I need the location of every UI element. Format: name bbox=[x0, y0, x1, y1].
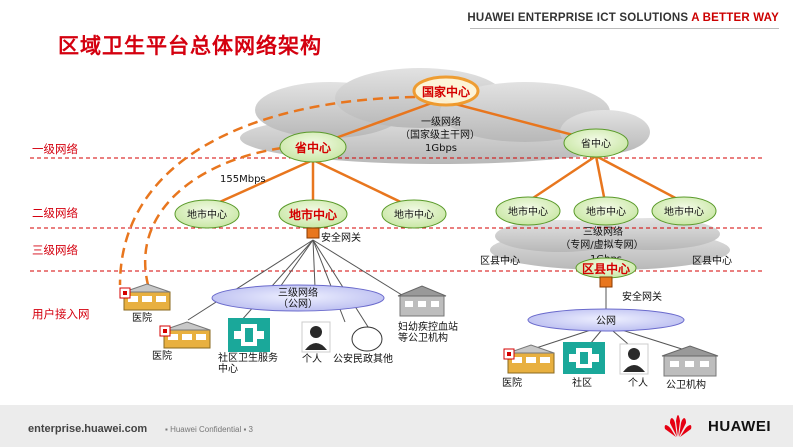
r-community-icon bbox=[563, 342, 605, 374]
county-right-node[interactable]: 区县中心 bbox=[692, 254, 732, 267]
city-right-1-node[interactable]: 地市中心 bbox=[495, 196, 561, 226]
community-health-label: 社区卫生服务 中心 bbox=[218, 353, 278, 375]
public-health-org-icon bbox=[397, 285, 447, 317]
link-bandwidth-label: 155Mbps bbox=[220, 174, 266, 185]
footer-bar: enterprise.huawei.com ▪ Huawei Confident… bbox=[0, 405, 793, 447]
level3-right-name: 三级网络 bbox=[583, 225, 623, 238]
county-center-node[interactable]: 区县中心 bbox=[575, 257, 637, 279]
county-right-label: 区县中心 bbox=[692, 254, 732, 267]
r-hospital-label: 医院 bbox=[502, 378, 522, 389]
r-individual-label: 个人 bbox=[628, 378, 648, 389]
r-community-label: 社区 bbox=[572, 378, 592, 389]
community-health-icon bbox=[228, 318, 270, 352]
footer-bullet-2: ▪ bbox=[243, 425, 247, 434]
level2-label: 二级网络 bbox=[32, 206, 78, 220]
backbone-links bbox=[212, 98, 684, 207]
r-public-health-label: 公卫机构 bbox=[666, 380, 706, 391]
footer-url[interactable]: enterprise.huawei.com bbox=[28, 423, 148, 435]
city-center-main-node[interactable]: 地市中心 bbox=[278, 199, 348, 229]
city-right-3-node[interactable]: 地市中心 bbox=[651, 196, 717, 226]
county-left-label: 区县中心 bbox=[480, 254, 520, 267]
access-links bbox=[187, 227, 686, 351]
province-center-left-label: 省中心 bbox=[294, 140, 331, 155]
huawei-logo-icon bbox=[664, 415, 692, 437]
level3-right-desc: （专网/虚拟专网） bbox=[560, 238, 643, 251]
header-company: HUAWEI ENTERPRISE ICT SOLUTIONS bbox=[467, 12, 689, 24]
header-tagline: HUAWEI ENTERPRISE ICT SOLUTIONS A BETTER… bbox=[467, 12, 779, 24]
national-center-node[interactable]: 国家中心 bbox=[412, 75, 480, 107]
city-right-2-label: 地市中心 bbox=[586, 205, 626, 218]
r-individual-icon bbox=[619, 343, 649, 375]
county-center-label: 区县中心 bbox=[582, 261, 630, 276]
city-right-3-label: 地市中心 bbox=[664, 205, 704, 218]
city-right-1-label: 地市中心 bbox=[508, 205, 548, 218]
police-civil-icon bbox=[351, 326, 383, 352]
r-public-health-icon bbox=[661, 345, 719, 377]
level3-left-network: 三级网络 （公网） bbox=[211, 284, 385, 312]
city-right-2-node[interactable]: 地市中心 bbox=[573, 196, 639, 226]
national-center-label: 国家中心 bbox=[422, 84, 470, 99]
city-left-2-label: 地市中心 bbox=[394, 208, 434, 221]
r-hospital-icon bbox=[503, 344, 555, 374]
individual-label: 个人 bbox=[302, 354, 322, 365]
footer-bullet-1: ▪ bbox=[165, 425, 171, 434]
footer-confidential: ▪ Huawei Confidential ▪ 3 bbox=[165, 425, 253, 434]
footer-brand: HUAWEI bbox=[708, 418, 771, 435]
city-center-main-label: 地市中心 bbox=[289, 207, 337, 222]
level3-left-desc: （公网） bbox=[278, 298, 318, 310]
city-left-2-node[interactable]: 地市中心 bbox=[381, 199, 447, 229]
city-left-1-node[interactable]: 地市中心 bbox=[174, 199, 240, 229]
gateway-left-icon bbox=[306, 227, 320, 239]
footer-page-number: 3 bbox=[248, 425, 253, 434]
province-center-right-label: 省中心 bbox=[581, 137, 611, 150]
user-access-label: 用户接入网 bbox=[32, 307, 90, 321]
hospital-b-icon bbox=[159, 321, 211, 349]
header-rule bbox=[470, 28, 779, 29]
header-slogan: A BETTER WAY bbox=[691, 12, 779, 24]
dashed-long-links bbox=[118, 95, 416, 286]
level1-label: 一级网络 bbox=[32, 142, 78, 156]
gateway-right-icon bbox=[599, 276, 613, 288]
level1-network-desc: （国家级主干网） bbox=[400, 128, 480, 141]
level1-network-bw: 1Gbps bbox=[425, 143, 457, 154]
maternal-label: 妇幼疾控血站 等公卫机构 bbox=[398, 322, 458, 344]
hospital-b-label: 医院 bbox=[152, 351, 172, 362]
level3-left-name: 三级网络 bbox=[278, 286, 318, 299]
city-left-1-label: 地市中心 bbox=[187, 208, 227, 221]
gateway-right-label: 安全网关 bbox=[622, 290, 662, 303]
right-public-network: 公网 bbox=[527, 308, 685, 332]
level1-network-name: 一级网络 bbox=[421, 115, 461, 128]
public-net-label: 公网 bbox=[596, 315, 616, 327]
footer-confidential-text: Huawei Confidential bbox=[170, 425, 242, 434]
gateway-left-label: 安全网关 bbox=[321, 231, 361, 244]
level3-label: 三级网络 bbox=[32, 243, 78, 257]
province-center-right-node[interactable]: 省中心 bbox=[563, 128, 629, 158]
slide-title: 区域卫生平台总体网络架构 bbox=[58, 34, 322, 58]
individual-icon bbox=[301, 321, 331, 353]
level-separators bbox=[30, 157, 765, 272]
hospital-a-icon bbox=[119, 283, 171, 311]
county-left-node[interactable]: 区县中心 bbox=[480, 254, 520, 267]
police-civil-label: 公安民政其他 bbox=[333, 354, 393, 365]
province-center-left-node[interactable]: 省中心 bbox=[279, 131, 347, 163]
hospital-a-label: 医院 bbox=[132, 313, 152, 324]
